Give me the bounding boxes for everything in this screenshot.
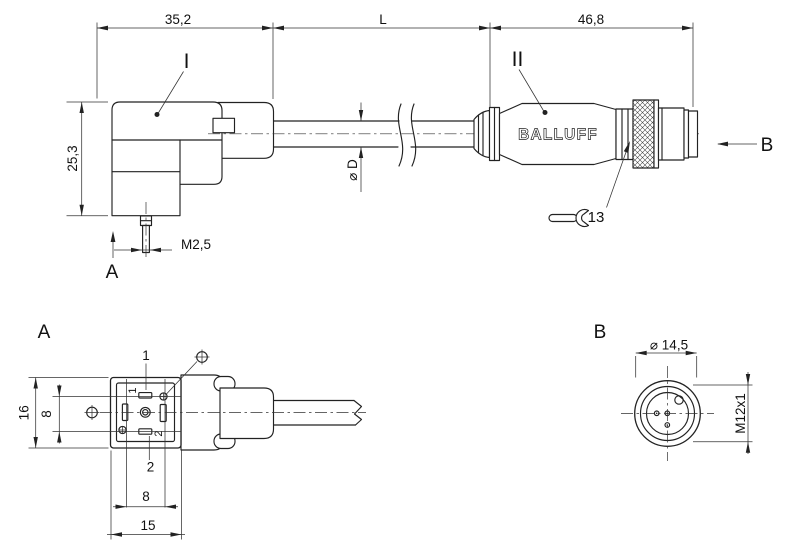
wrench-icon (548, 208, 590, 228)
face-pin1-label: 1 (127, 387, 139, 393)
dim-outer-diameter: ⌀ 14,5 (650, 338, 688, 353)
view-b-diameter-dim: ⌀ 14,5 (635, 338, 698, 378)
strain-relief (473, 109, 491, 159)
detail-callout-ii: II (512, 48, 548, 115)
label-detail-i: I (184, 50, 190, 73)
thread-barrel (657, 107, 685, 161)
cable-bushing (217, 101, 275, 159)
m12-connector-side: BALLUFF (473, 99, 699, 169)
m25-screw (139, 202, 153, 258)
cable-bushing (219, 387, 275, 440)
dim-face-height: 16 (17, 405, 32, 420)
dim-screw-thread: M2,5 (181, 237, 211, 252)
dim-thread: M12x1 (733, 393, 748, 434)
connector-tip (687, 110, 699, 158)
cable-diameter-dimension: ⌀ D (345, 102, 364, 192)
dim-connector-height: 25,3 (65, 145, 80, 171)
keyway-notch (674, 395, 684, 405)
neck (615, 108, 634, 161)
brand-logo: BALLUFF (518, 127, 598, 144)
wrench-callout: 13 (548, 141, 630, 228)
m12-face (621, 366, 714, 461)
pin1-label: 1 (142, 348, 150, 363)
pin1-leader: 1 (142, 348, 150, 390)
view-b: B ⌀ 14,5 (594, 322, 753, 461)
pin2-leader: 2 (147, 436, 155, 475)
view-b-thread-dim: M12x1 (693, 372, 753, 454)
screw-dimension: M2,5 (114, 237, 211, 253)
break-line (410, 103, 417, 167)
face-pin2-label: 2 (153, 430, 165, 436)
label-detail-ii: II (512, 48, 524, 71)
dim-m12-length: 46,8 (578, 12, 604, 27)
view-a-left-dims: 16 8 (17, 377, 181, 449)
ground-symbol-left (84, 405, 100, 420)
view-b-title: B (594, 322, 607, 343)
dim-pin-pitch-horizontal: 8 (142, 489, 150, 504)
label-view-b: B (761, 135, 774, 156)
section-arrow-a: A (106, 231, 119, 283)
knurled-nut (632, 99, 655, 169)
break-line (397, 103, 404, 167)
pin1-contact (138, 392, 153, 399)
ground-symbol-topright (165, 349, 210, 395)
top-dimension-chain: 35,2 L 46,8 (96, 12, 694, 110)
height-dimension: 25,3 (65, 101, 108, 217)
pin2-label: 2 (147, 460, 155, 475)
dim-cable-diameter: ⌀ D (345, 159, 360, 181)
valve-connector-side (111, 101, 275, 258)
label-wrench-size: 13 (588, 209, 605, 226)
connector-body (111, 101, 223, 217)
label-section-a: A (106, 262, 119, 283)
view-a-title: A (38, 322, 51, 343)
top-view: 35,2 L 46,8 (65, 12, 773, 283)
cable-break (353, 399, 363, 426)
detail-callout-i: I (154, 50, 190, 117)
dim-face-width: 15 (140, 518, 155, 533)
dim-connector-width: 35,2 (165, 12, 191, 27)
dim-cable-length: L (379, 12, 387, 27)
dim-pin-pitch-vertical: 8 (39, 410, 54, 418)
view-a-bottom-dims: 8 15 (107, 379, 185, 540)
clamp-tab (212, 117, 236, 134)
view-arrow-b: B (717, 135, 773, 156)
ground-screw-bottomleft (118, 425, 127, 435)
view-a: A (17, 322, 366, 540)
